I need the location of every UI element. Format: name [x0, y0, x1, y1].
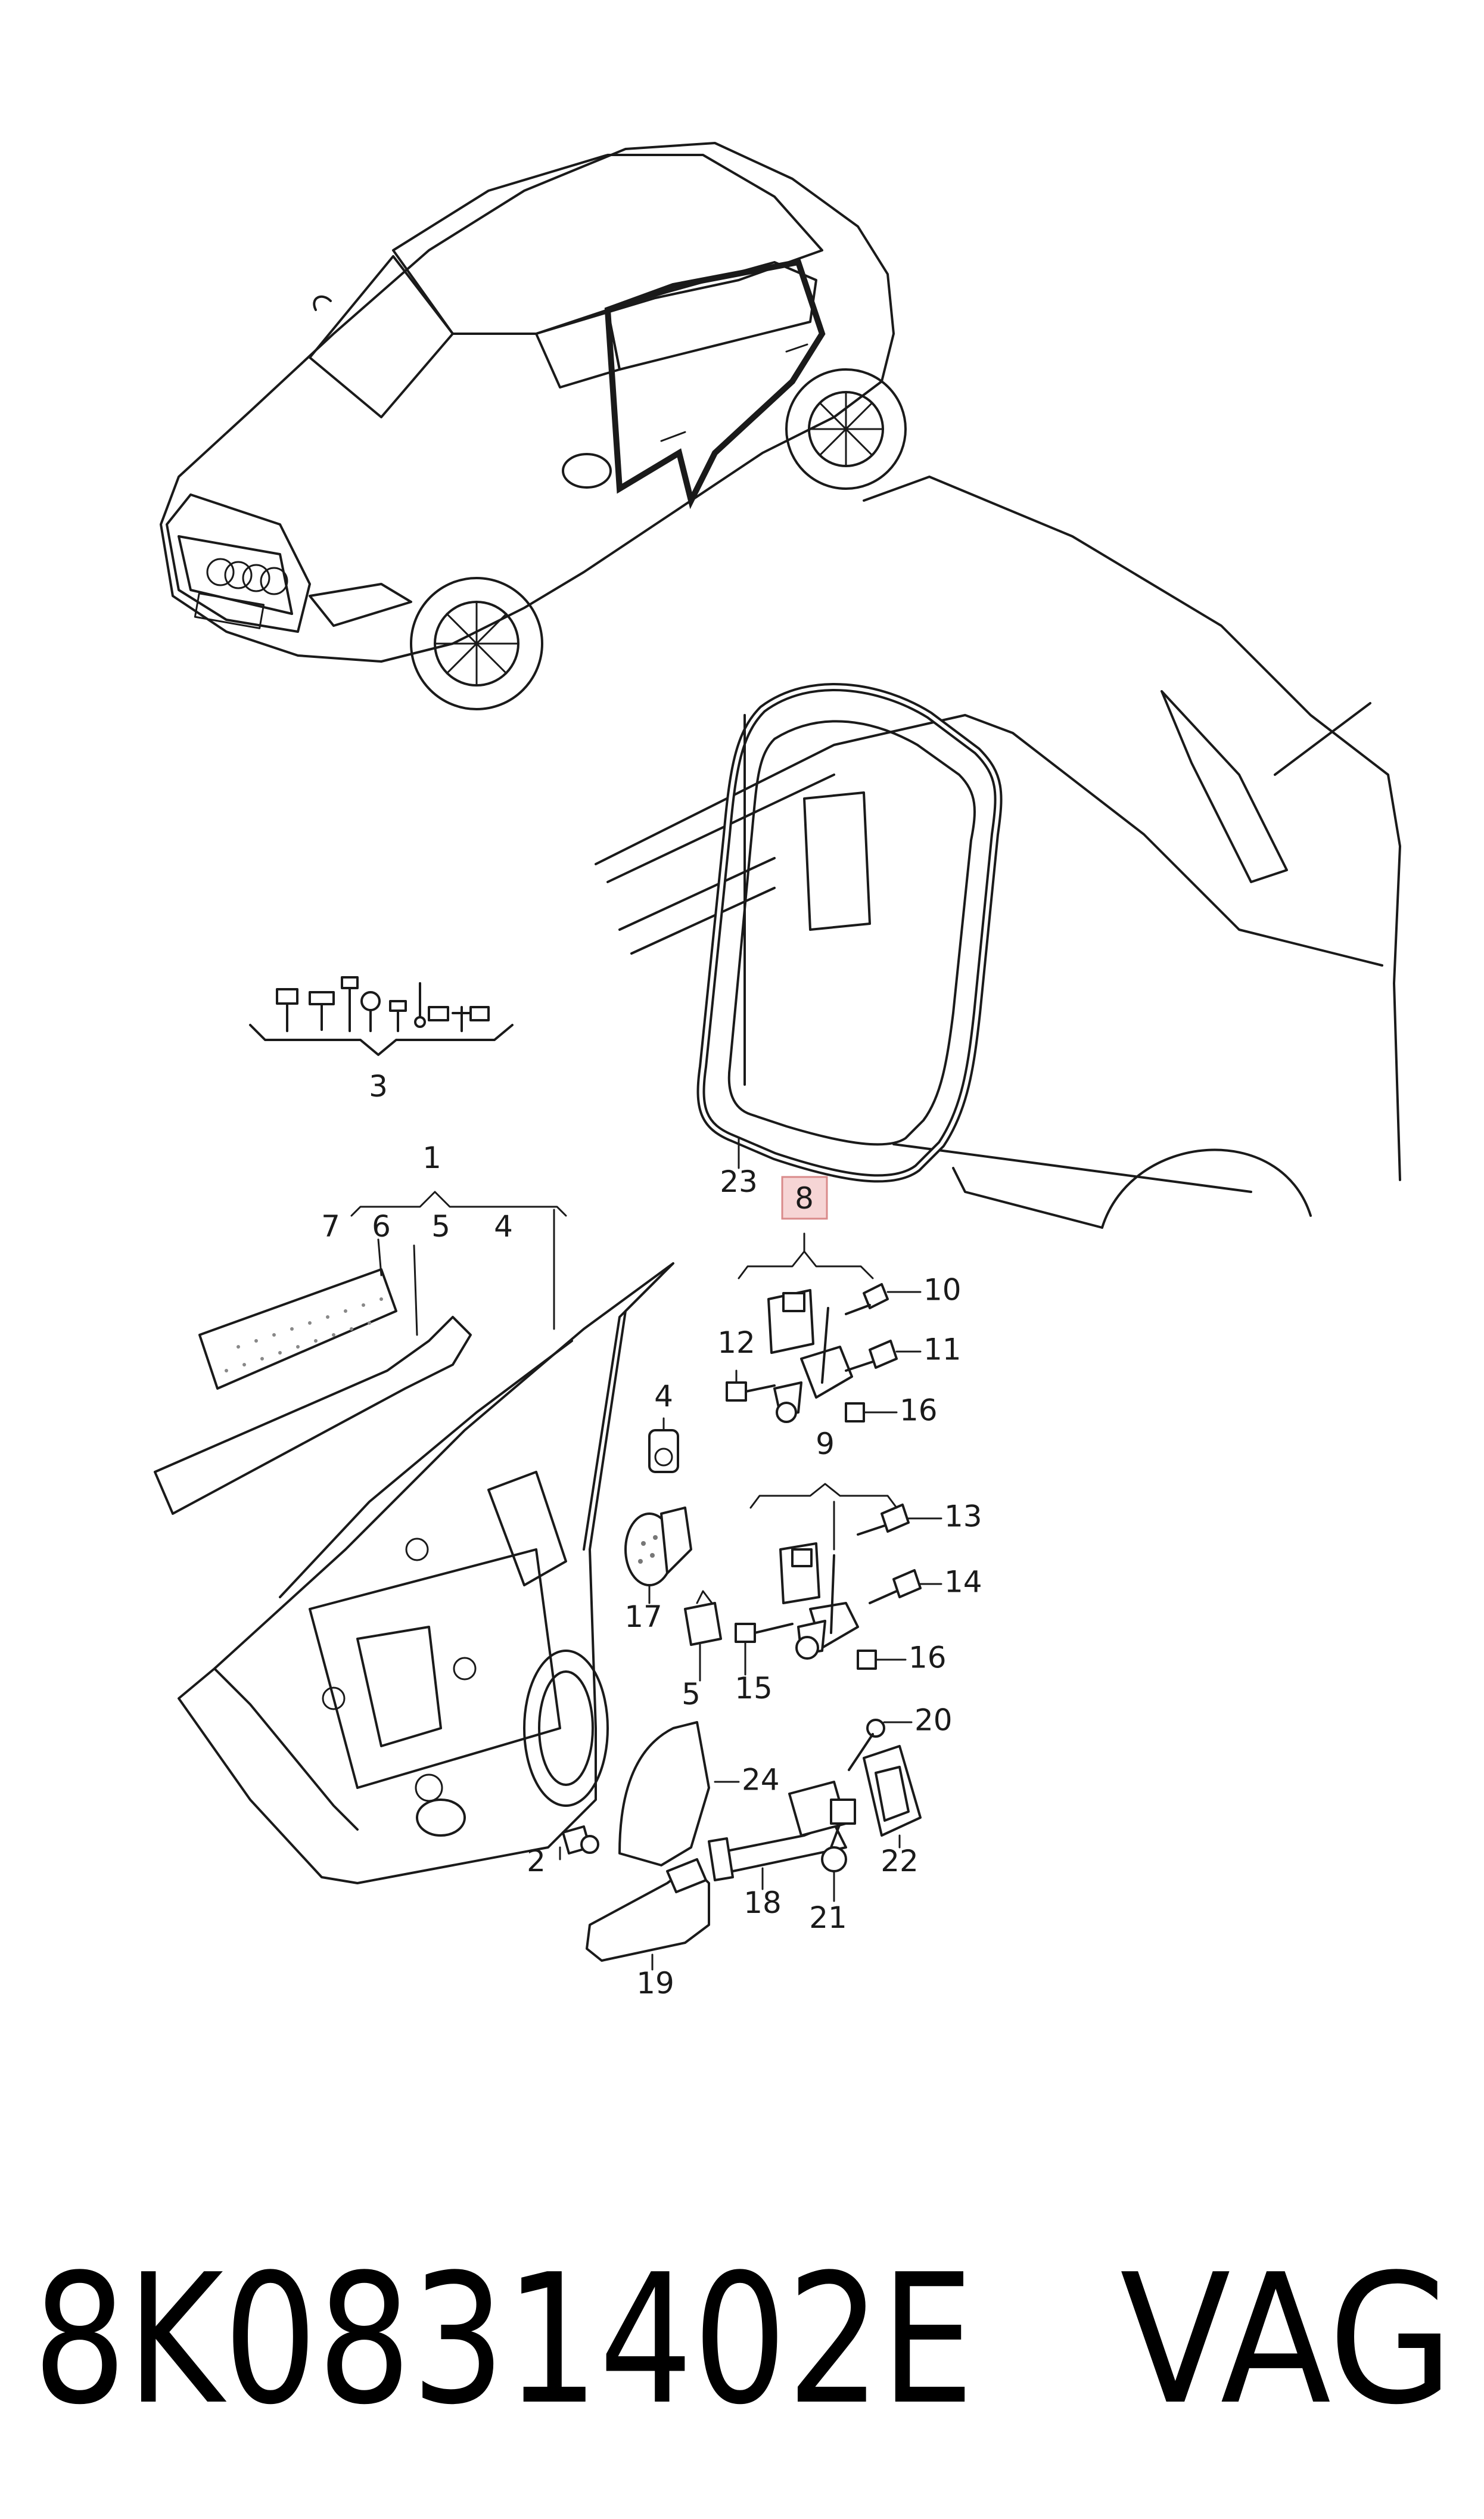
car-illustration [160, 142, 907, 710]
callout-2: 2 [527, 1844, 546, 1878]
callout-4-bracket: 4 [494, 1209, 513, 1244]
callout-21: 21 [809, 1900, 847, 1935]
callout-5-clip: 5 [682, 1677, 701, 1712]
brand-label: VAG [1120, 2236, 1454, 2444]
callout-8-highlight [781, 1176, 828, 1220]
bolt-20 [848, 1719, 885, 1771]
screw-set-3 [249, 976, 514, 1056]
callout-9: 9 [816, 1427, 835, 1461]
hinge-9 [779, 1542, 877, 1670]
callout-22: 22 [881, 1844, 919, 1878]
seal-strip-6 [154, 1316, 472, 1515]
callout-14: 14 [944, 1565, 982, 1599]
callout-1: 1 [422, 1141, 441, 1175]
callout-8: 8 [795, 1181, 814, 1216]
lock-cylinder-17 [624, 1507, 692, 1586]
callout-3: 3 [369, 1069, 388, 1104]
callout-19: 19 [636, 1966, 674, 2001]
bolt-15 [735, 1623, 794, 1643]
bolt-14 [869, 1569, 922, 1604]
sound-insulation-7 [198, 1268, 397, 1390]
door-seal-23 [696, 683, 1003, 1183]
leader-lines [350, 1137, 942, 1971]
hinge-8 [767, 1289, 865, 1423]
callout-4-grommet: 4 [654, 1379, 673, 1414]
callout-15: 15 [735, 1671, 773, 1706]
callout-5-bracket: 5 [431, 1209, 450, 1244]
door-check-18 [708, 1781, 856, 1881]
fastener-2 [562, 1825, 599, 1855]
callout-7: 7 [321, 1209, 340, 1244]
callout-24: 24 [742, 1763, 780, 1797]
callout-16-upper: 16 [900, 1393, 938, 1428]
bolt-12 [726, 1381, 776, 1402]
callout-labels: 1 7 6 5 4 3 23 8 10 11 12 16 4 9 13 14 1… [321, 1069, 982, 2001]
callout-16-lower: 16 [909, 1641, 947, 1675]
callout-12: 12 [717, 1325, 755, 1360]
callout-18: 18 [743, 1886, 782, 1920]
cover-19 [586, 1858, 710, 1962]
clip-5 [684, 1590, 722, 1646]
door-shell-1 [178, 1262, 674, 1884]
callout-13: 13 [944, 1499, 982, 1534]
callout-11: 11 [923, 1333, 962, 1367]
callout-6: 6 [372, 1209, 391, 1244]
grommet-4 [648, 1429, 679, 1473]
bolt-11 [845, 1340, 898, 1372]
membrane-24 [618, 1721, 710, 1866]
bolt-13 [857, 1504, 910, 1536]
callout-17: 17 [624, 1599, 662, 1634]
callout-10: 10 [923, 1273, 962, 1307]
part-number: 8K0831402E [33, 2236, 974, 2444]
bolt-10 [845, 1283, 889, 1315]
callout-23: 23 [720, 1164, 758, 1199]
rubber-boot-22 [863, 1745, 922, 1837]
body-side-illustration [595, 476, 1401, 1229]
callout-20: 20 [914, 1703, 953, 1738]
